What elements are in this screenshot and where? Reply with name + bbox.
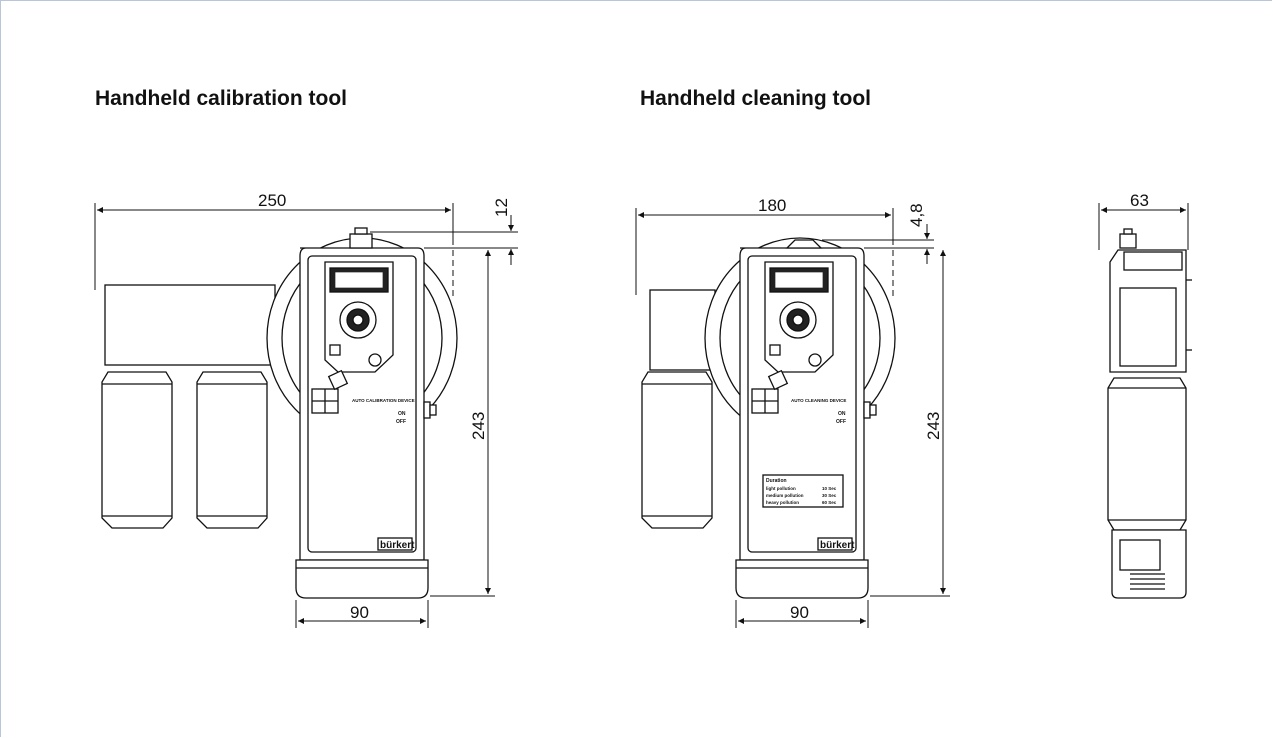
duration-row-value: 10 Sec: [822, 486, 837, 491]
cleaning-dimensions: [635, 208, 950, 628]
cleaning-brand-logo: bürkert: [820, 540, 855, 551]
side-view-drawing: [1107, 228, 1192, 599]
calibration-switch-off: OFF: [396, 419, 406, 425]
calibration-connector: [349, 233, 373, 249]
side-dim-depth: 63: [1130, 191, 1149, 210]
calibration-bottle-2: [196, 371, 268, 529]
cleaning-dim-width: 180: [758, 196, 786, 215]
calibration-pipe: [104, 284, 276, 366]
calibration-dim-body-width: 90: [350, 603, 369, 622]
cleaning-duration-table: [762, 474, 844, 508]
side-view-dimensions: [1098, 203, 1189, 250]
calibration-brand-logo: bürkert: [380, 540, 415, 551]
calibration-dim-connector: 12: [492, 198, 511, 217]
cleaning-connector: [785, 239, 823, 249]
duration-row-label: heavy pollution: [766, 500, 799, 505]
cleaning-dim-body-width: 90: [790, 603, 809, 622]
cleaning-switch-on: ON: [838, 411, 846, 417]
cleaning-tool-title: Handheld cleaning tool: [640, 87, 872, 110]
duration-row-label: medium pollution: [766, 493, 804, 498]
calibration-tool-title: Handheld calibration tool: [95, 87, 348, 110]
cleaning-panel-label: AUTO CLEANING DEVICE: [791, 398, 846, 403]
cleaning-switch-off: OFF: [836, 419, 846, 425]
calibration-bottle-1: [101, 371, 173, 529]
calibration-dimensions: [94, 203, 518, 628]
side-connector: [1119, 233, 1137, 249]
duration-title: Duration: [766, 478, 787, 484]
calibration-labels: AUTO CALIBRATION DEVICE ON OFF bürkert: [352, 398, 415, 551]
calibration-switch-on: ON: [398, 411, 406, 417]
cleaning-tool-drawing: [641, 237, 896, 599]
duration-row-label: light pollution: [766, 486, 796, 491]
cleaning-bottle: [641, 371, 713, 529]
cleaning-base: [735, 559, 869, 599]
cleaning-dim-connector: 4,8: [907, 203, 926, 227]
calibration-base: [295, 559, 429, 599]
calibration-dim-width: 250: [258, 191, 286, 210]
cleaning-pipe: [649, 289, 716, 371]
cleaning-dim-height: 243: [924, 412, 943, 440]
cleaning-labels: AUTO CLEANING DEVICE ON OFF Duration lig…: [766, 398, 855, 551]
duration-row-value: 30 Sec: [822, 493, 837, 498]
calibration-dim-height: 243: [469, 412, 488, 440]
duration-row-value: 60 Sec: [822, 500, 837, 505]
calibration-tool-drawing: [101, 227, 458, 599]
calibration-panel-label: AUTO CALIBRATION DEVICE: [352, 398, 415, 403]
